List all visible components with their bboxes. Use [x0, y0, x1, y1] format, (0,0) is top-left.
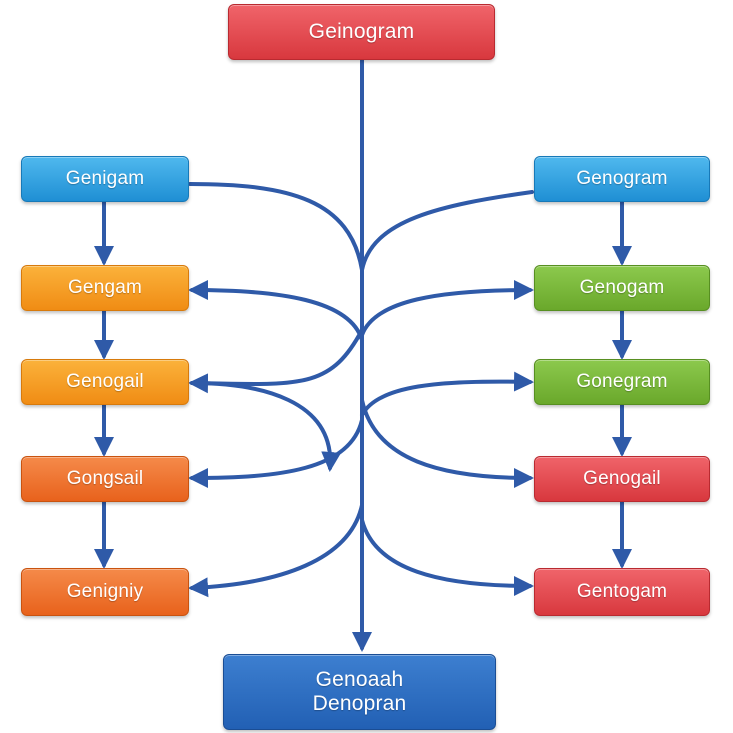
left-node-2-label: Gengam	[67, 277, 143, 298]
left-node-3: Genogail	[21, 359, 189, 405]
genogram-bottom-node: Genoaah Denopran	[223, 654, 496, 730]
curve-l4	[188, 418, 364, 488]
left-node-5-label: Genigniy	[66, 581, 144, 602]
bottom-node-line-2: Denopran	[312, 692, 407, 715]
right-node-5-label: Gentogam	[576, 581, 668, 602]
curve-l3	[188, 328, 364, 394]
curve-r1	[360, 190, 534, 272]
right-node-2-label: Genogam	[579, 277, 665, 298]
bottom-node-line-1: Genoaah	[315, 668, 404, 691]
right-node-3-label: Gonegram	[576, 371, 668, 392]
left-node-1-label: Genigam	[65, 168, 145, 189]
left-node-3-label: Genogail	[66, 371, 144, 392]
top-node-label: Geinogram	[308, 20, 415, 43]
genogram-top-node: Geinogram	[228, 4, 495, 60]
curve-r3	[360, 371, 534, 417]
curve-l5	[188, 503, 364, 598]
curve-r5	[360, 518, 534, 596]
curve-r4	[360, 398, 534, 488]
right-node-1-label: Genogram	[576, 168, 668, 189]
left-node-1: Genigam	[21, 156, 189, 202]
left-node-5: Genigniy	[21, 568, 189, 616]
right-node-5: Gentogam	[534, 568, 710, 616]
right-node-1: Genogram	[534, 156, 710, 202]
curve-r2	[360, 280, 534, 337]
curve-l2	[188, 280, 364, 342]
right-node-4: Genogail	[534, 456, 710, 502]
left-node-4: Gongsail	[21, 456, 189, 502]
left-node-2: Gengam	[21, 265, 189, 311]
curve-l1	[188, 182, 364, 272]
right-node-3: Gonegram	[534, 359, 710, 405]
right-node-4-label: Genogail	[583, 468, 661, 489]
left-node-4-label: Gongsail	[66, 468, 144, 489]
right-node-2: Genogam	[534, 265, 710, 311]
curve-l3b	[190, 381, 342, 472]
